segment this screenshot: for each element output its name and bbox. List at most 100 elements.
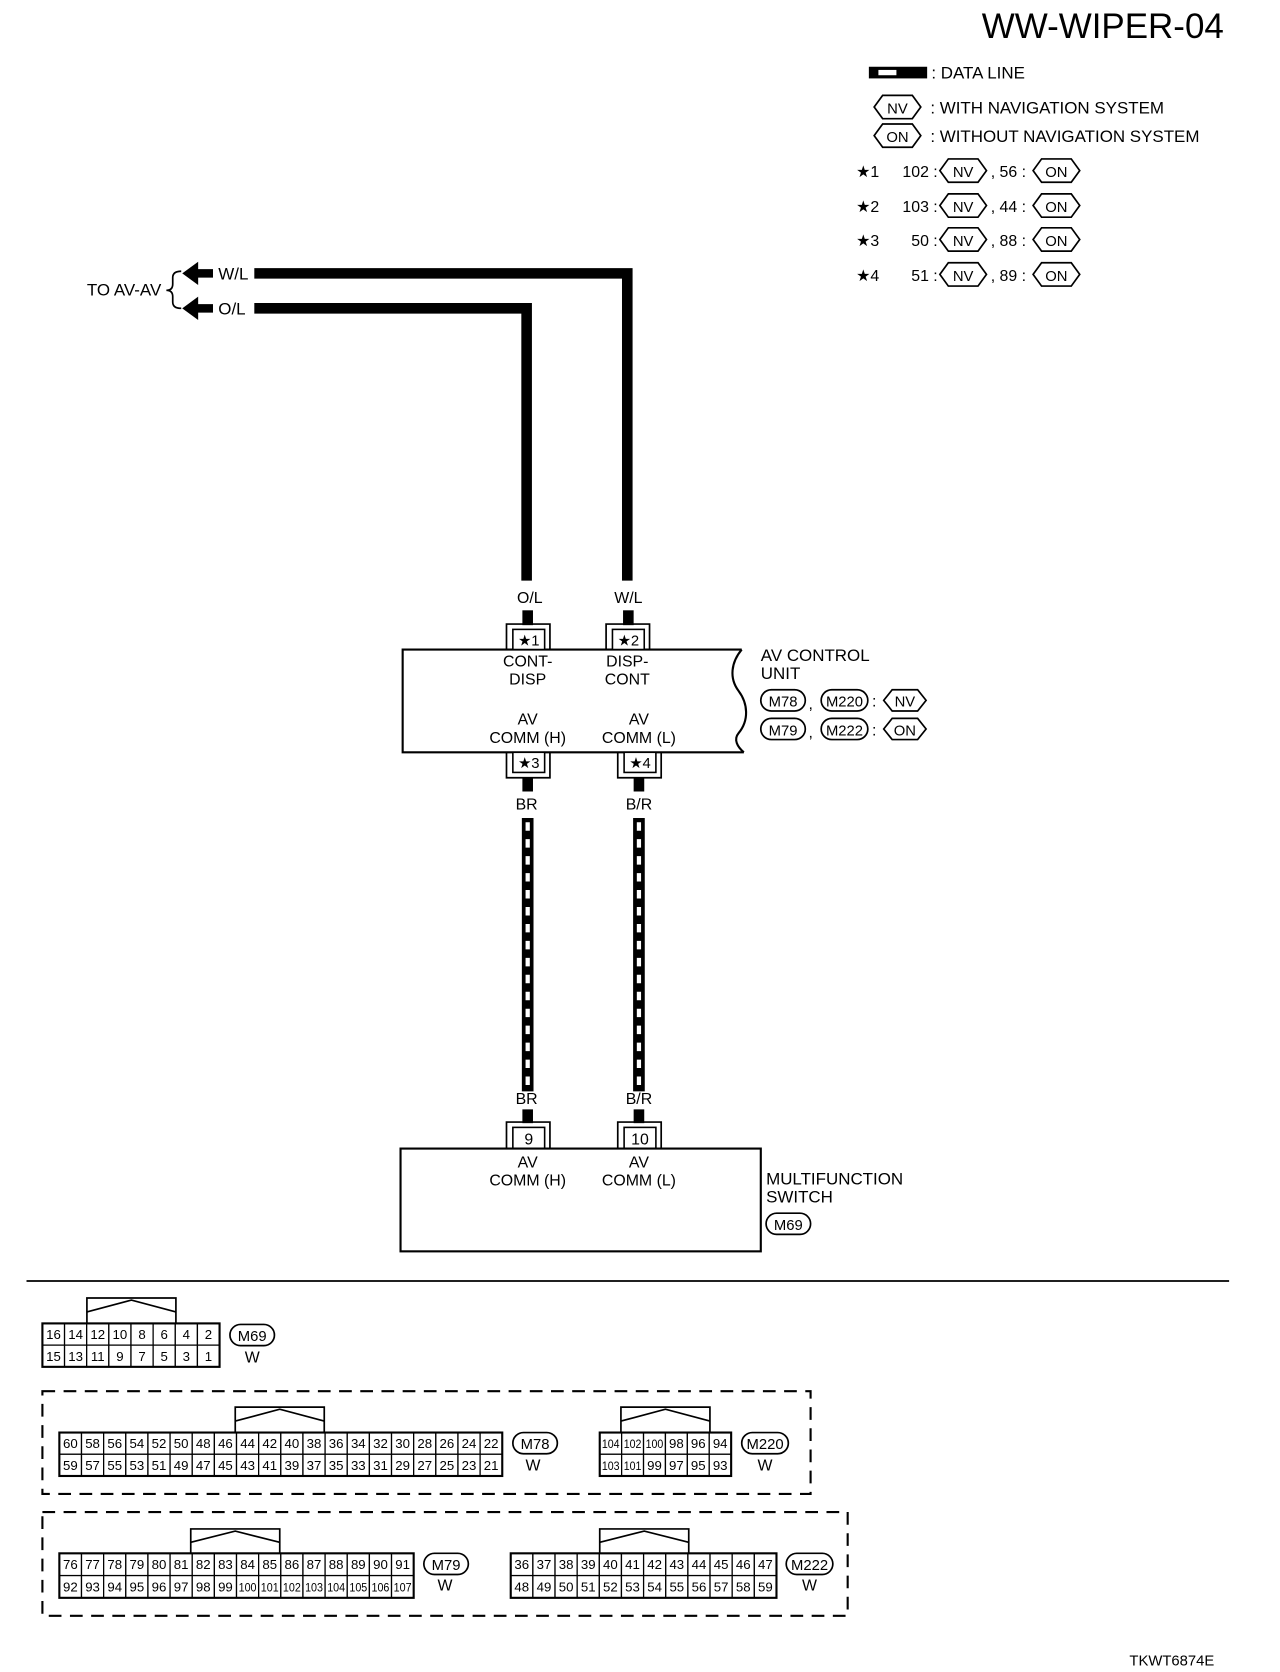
connector-pin-number: 88: [329, 1557, 344, 1572]
nv-badge-shape: [938, 158, 988, 184]
connector-pin-number: 29: [395, 1458, 410, 1473]
connector-pin-number: 43: [669, 1557, 684, 1572]
connector-latch-ridge: [620, 1408, 711, 1422]
connector-pin-number: 39: [285, 1458, 300, 1473]
connector-color-label: W: [758, 1458, 773, 1475]
arrow-left-icon: [182, 296, 213, 320]
nv-badge-shape: [873, 94, 922, 120]
connector-id-badge: [820, 688, 869, 712]
dashed-group-on: [41, 1510, 849, 1617]
on-badge-shape: [1032, 193, 1081, 219]
connector-id-label: M78: [521, 1437, 550, 1453]
connector-pin-number: 42: [262, 1436, 277, 1451]
on-badge-shape: [1032, 158, 1081, 184]
connector-pin-number: 47: [758, 1557, 773, 1572]
connector-pin-number: 42: [647, 1557, 662, 1572]
connector-pin-number: 32: [373, 1436, 388, 1451]
unit-name: UNIT: [761, 664, 801, 683]
legend-note-row: ★1 102 : NV , 56 : ON: [856, 158, 1081, 184]
connector-latch-ridge: [86, 1299, 177, 1313]
connector-id-label: M220: [746, 1437, 783, 1453]
separator: :: [872, 694, 876, 711]
connector-pin-number: 27: [417, 1458, 432, 1473]
connector-pin-number: 60: [63, 1436, 78, 1451]
to-av-av-label: TO AV-AV: [87, 281, 162, 300]
connector-pin-number: 23: [462, 1458, 477, 1473]
connector-pin-number: 79: [129, 1557, 144, 1572]
connector-id-label: M69: [774, 1218, 803, 1234]
connector-color-label: W: [802, 1577, 817, 1594]
connector-pin-number: 3: [183, 1349, 190, 1364]
on-badge-label: ON: [886, 130, 908, 146]
connector-pin-number: 36: [329, 1436, 344, 1451]
connector-id-label: M78: [769, 695, 798, 711]
connector-pin-number: 85: [262, 1557, 277, 1572]
separator: ,: [808, 724, 812, 741]
nv-badge-label: NV: [953, 200, 974, 216]
separator: ,: [808, 696, 812, 713]
pin-function: AV: [518, 1155, 538, 1172]
connector-id-badge: [785, 1552, 834, 1576]
pin-mark: ★1: [518, 633, 540, 649]
switch-name: MULTIFUNCTION: [766, 1170, 903, 1189]
connector-pin-number: 31: [373, 1458, 388, 1473]
connector-color-label: W: [438, 1577, 453, 1594]
connector-pin-number: 34: [351, 1436, 366, 1451]
connector-pin-number: 97: [669, 1458, 684, 1473]
connector-pin-number: 44: [692, 1557, 707, 1572]
connector-pin-number: 78: [107, 1557, 122, 1572]
unit-name: AV CONTROL: [761, 646, 870, 665]
connector-pin-number: 39: [581, 1557, 596, 1572]
connector-pin-number: 102: [624, 1438, 642, 1451]
nv-legend-label: : WITH NAVIGATION SYSTEM: [930, 98, 1164, 117]
connector-pin-number: 100: [239, 1581, 257, 1594]
connector-pin-number: 99: [647, 1458, 662, 1473]
connector-pin-number: 89: [351, 1557, 366, 1572]
wire-ol: [254, 303, 532, 581]
note-mark: ★4: [856, 268, 879, 285]
connector-id-label: M69: [238, 1329, 267, 1345]
connector-pin-number: 84: [240, 1557, 255, 1572]
connector-pin-number: 46: [218, 1436, 233, 1451]
connector-pin-number: 35: [329, 1458, 344, 1473]
pin-box: [611, 628, 646, 651]
connector-id-label: M222: [791, 1558, 828, 1574]
connector-pin-number: 50: [174, 1436, 189, 1451]
connector-pin-number: 52: [603, 1579, 618, 1594]
connector-id-badge: [229, 1323, 276, 1347]
connector-pin-number: 83: [218, 1557, 233, 1572]
nv-badge-shape: [882, 688, 928, 712]
connector-pin-number: 101: [261, 1581, 279, 1594]
connector-pin-number: 100: [646, 1438, 664, 1451]
connector-outline: [58, 1431, 504, 1478]
connector-pin-number: 7: [138, 1349, 145, 1364]
pin-function: CONT: [605, 671, 650, 688]
connector-pin-number: 58: [85, 1436, 100, 1451]
connector-pin-number: 5: [161, 1349, 168, 1364]
dashed-group-nv: [41, 1390, 812, 1496]
connector-pin-number: 44: [240, 1436, 255, 1451]
connector-outline: [598, 1431, 733, 1478]
note-nv-value: 102 :: [902, 164, 937, 181]
multifunction-switch: 9 10 AV COMM (H) AV COMM (L) MULTIFUNCTI…: [399, 1121, 903, 1253]
note-mark: ★3: [856, 233, 879, 250]
note-on-value: , 56 :: [991, 164, 1026, 181]
wire-color-wl: W/L: [218, 265, 248, 284]
connector-pin-number: 77: [85, 1557, 100, 1572]
connector-pin-number: 25: [440, 1458, 455, 1473]
connector-id-badge: [740, 1431, 790, 1455]
connector-pin-number: 46: [736, 1557, 751, 1572]
unit-break-edge: [731, 648, 748, 754]
pin-housing: [616, 1121, 663, 1149]
nv-badge-label: NV: [895, 695, 916, 711]
connector-pin-number: 6: [161, 1327, 168, 1342]
on-badge-label: ON: [894, 723, 916, 739]
connector-id-label: M220: [826, 695, 863, 711]
connector-pin-number: 48: [514, 1579, 529, 1594]
connector-pin-number: 96: [152, 1579, 167, 1594]
connector-pin-number: 86: [285, 1557, 300, 1572]
connector-id-badge: [759, 688, 807, 712]
connector-id-badge: [820, 717, 869, 741]
